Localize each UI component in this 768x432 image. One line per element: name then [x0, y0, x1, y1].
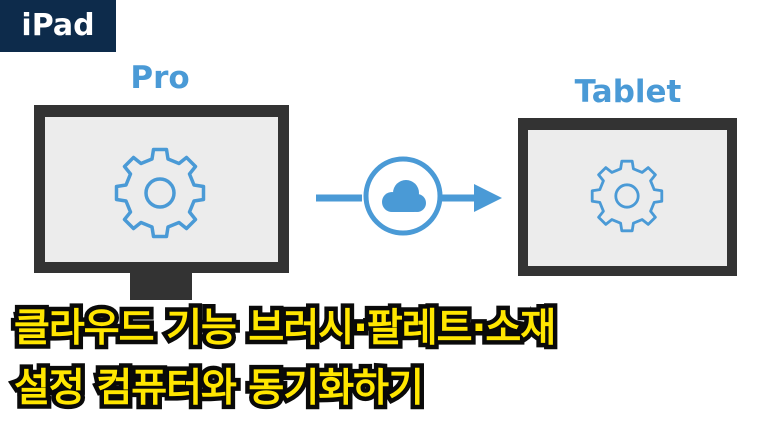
platform-badge: iPad: [0, 0, 116, 52]
cloud-icon: [382, 180, 426, 212]
tablet-device: [518, 118, 737, 276]
monitor-device: [34, 105, 289, 300]
caption-line-2: 설정 컴퓨터와 동기화하기: [10, 362, 429, 416]
source-device-label: Pro: [130, 60, 189, 96]
caption-line-1: 클라우드 기능 브러시·팔레트·소재: [10, 302, 561, 356]
arrow-right-icon: [474, 184, 502, 212]
target-device-label: Tablet: [575, 74, 682, 110]
